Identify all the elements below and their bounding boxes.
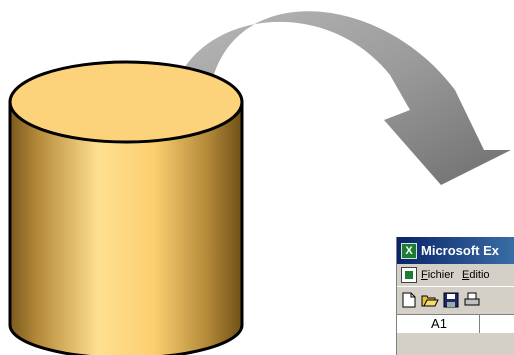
save-icon[interactable]	[442, 291, 460, 309]
document-icon[interactable]	[401, 267, 417, 283]
menu-edition[interactable]: Editio	[462, 269, 490, 281]
open-folder-icon[interactable]	[421, 291, 439, 309]
excel-app-icon: X	[401, 242, 417, 259]
database-cylinder-icon	[8, 60, 244, 355]
standard-toolbar	[397, 287, 514, 313]
menu-fichier[interactable]: Fichier	[421, 269, 455, 281]
curved-arrow-icon	[183, 11, 511, 185]
new-file-icon[interactable]	[400, 291, 418, 309]
excel-window[interactable]: X Microsoft Ex Fichier Editio A1	[396, 237, 514, 355]
column-header-row	[397, 333, 514, 355]
excel-title-bar[interactable]: X Microsoft Ex	[397, 237, 514, 264]
print-icon[interactable]	[463, 291, 481, 309]
name-box[interactable]: A1	[399, 315, 480, 333]
window-title: Microsoft Ex	[421, 243, 500, 258]
formula-bar: A1	[397, 314, 514, 334]
menu-bar: Fichier Editio	[397, 264, 514, 287]
